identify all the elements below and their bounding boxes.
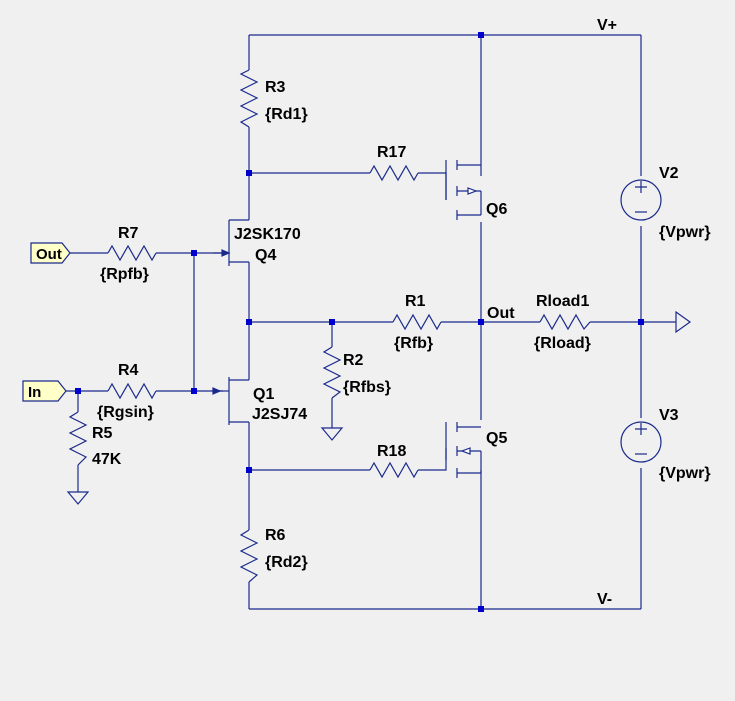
r4-value: {Rgsin} [97,404,154,421]
r5-value: 47K [92,451,122,468]
resistor-symbols [68,69,591,583]
q4-model: J2SK170 [234,226,301,243]
ground-icon [66,491,90,505]
out-port: Out [30,242,71,264]
rail-negative-label: V- [597,591,612,608]
out-port-label: Out [36,246,62,263]
r17-name: R17 [377,144,406,161]
q6-name: Q6 [486,201,507,218]
v2-name: V2 [659,165,679,182]
voltage-source-v3-symbol [620,421,662,463]
r18-name: R18 [377,443,406,460]
junction-nodes [75,32,644,612]
voltage-source-v2-symbol [620,179,662,221]
mosfet-q6-symbol [445,160,482,220]
in-port-label: In [28,384,41,401]
r6-name: R6 [265,527,286,544]
q4-name: Q4 [255,247,276,264]
r3-value: {Rd1} [265,106,308,123]
r3-name: R3 [265,79,286,96]
v3-name: V3 [659,407,679,424]
in-port: In [22,380,67,402]
v3-value: {Vpwr} [659,465,711,482]
rail-positive-label: V+ [597,17,617,34]
jfet-q4-symbol [213,219,249,266]
rload1-value: {Rload} [534,335,591,352]
mosfet-q5-symbol [445,422,482,478]
r1-name: R1 [405,293,426,310]
r7-value: {Rpfb} [100,266,149,283]
output-flag-icon [675,310,692,334]
q5-name: Q5 [486,430,507,447]
r4-name: R4 [118,362,139,379]
wires [66,34,676,610]
r1-value: {Rfb} [394,335,433,352]
v2-value: {Vpwr} [659,224,711,241]
r2-value: {Rfbs} [343,379,391,396]
q1-model: J2SJ74 [252,406,307,423]
r7-name: R7 [118,225,139,242]
rload1-name: Rload1 [536,293,589,310]
jfet-q1-symbol [212,377,249,425]
r6-value: {Rd2} [265,554,308,571]
r2-name: R2 [343,352,364,369]
out-net-label: Out [487,305,515,322]
r5-name: R5 [92,425,113,442]
ground-icon [320,427,344,441]
q1-name: Q1 [253,386,274,403]
